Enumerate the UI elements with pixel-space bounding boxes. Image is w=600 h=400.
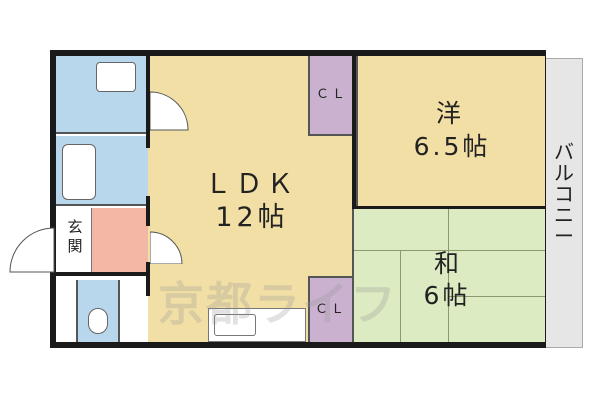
tatami-line <box>448 296 545 297</box>
ldk-room-mid <box>308 136 352 276</box>
entrance-label: 玄関 <box>67 218 83 255</box>
ldk-name: ＬＤＫ <box>204 169 298 200</box>
western-room <box>356 56 545 206</box>
tatami-line <box>400 250 401 342</box>
japanese-name: 和 <box>433 249 462 278</box>
interior-wall <box>352 56 356 206</box>
ldk-room <box>148 56 308 276</box>
japanese-size: 6帖 <box>423 281 471 310</box>
interior-wall <box>352 206 545 209</box>
entrance-door-icon <box>9 227 55 273</box>
closet-top <box>308 56 354 136</box>
toilet-bowl <box>88 308 108 334</box>
interior-wall <box>146 262 150 296</box>
closet-bottom-label: ＣＬ <box>314 302 347 317</box>
balcony-label: バルコニー <box>554 140 574 248</box>
bathtub <box>62 144 96 200</box>
washroom-door-icon <box>150 91 189 131</box>
western-name: 洋 <box>435 99 464 128</box>
western-size: 6.5帖 <box>413 132 491 161</box>
sink <box>214 314 256 336</box>
interior-wall <box>146 56 150 148</box>
tatami-line <box>354 250 545 251</box>
interior-wall <box>146 196 150 226</box>
interior-wall <box>56 272 148 276</box>
closet-bottom <box>308 276 352 342</box>
tatami-line <box>448 208 449 342</box>
kitchen-counter <box>208 308 306 342</box>
ldk-size: 12帖 <box>215 202 289 233</box>
closet-top-label: ＣＬ <box>315 87 348 102</box>
entrance-floor <box>56 208 92 272</box>
hall-door-icon <box>150 231 183 264</box>
washbasin <box>96 62 136 92</box>
